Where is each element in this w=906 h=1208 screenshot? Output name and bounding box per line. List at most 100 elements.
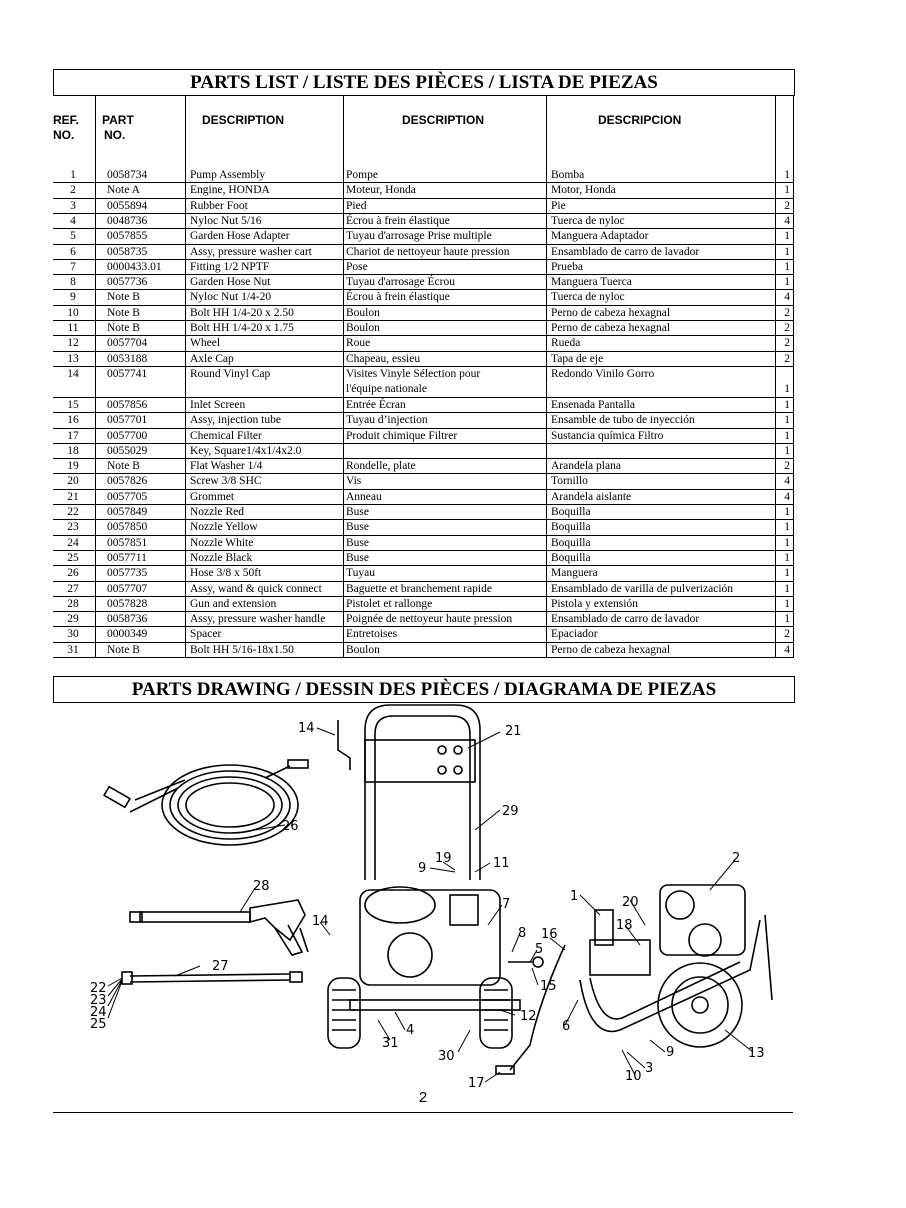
part-number-cell: 0058735	[107, 245, 148, 258]
header-top-rule	[53, 95, 793, 96]
description-en-cell: Nozzle White	[190, 536, 254, 549]
part-number-cell: Note B	[107, 291, 140, 304]
description-fr-cell: Vis	[346, 475, 362, 488]
quantity-cell: 4	[784, 214, 790, 227]
row-divider	[53, 320, 793, 321]
ref-cell: 31	[67, 643, 79, 656]
svg-text:31: 31	[382, 1036, 399, 1051]
quantity-cell: 4	[784, 643, 790, 656]
svg-text:24: 24	[90, 1005, 107, 1020]
description-es-cell: Tuerca de nyloc	[551, 291, 625, 304]
description-en-cell: Hose 3/8 x 50ft	[190, 567, 262, 580]
description-fr-cell: Boulon	[346, 322, 380, 334]
svg-text:25: 25	[90, 1017, 107, 1032]
part-number-cell: Note B	[107, 306, 140, 319]
description-fr-cell: Produit chimique Filtrer	[346, 429, 458, 442]
ref-cell: 21	[67, 490, 79, 503]
ref-cell: 2	[70, 184, 76, 197]
ref-cell: 13	[67, 352, 79, 365]
row-divider	[53, 611, 793, 613]
ref-cell: 26	[67, 567, 79, 580]
description-en-cell: Engine, HONDA	[190, 184, 270, 197]
footer-rule	[53, 1112, 793, 1113]
quantity-cell: 4	[784, 490, 790, 503]
row-divider	[53, 304, 793, 306]
quantity-cell: 1	[784, 567, 790, 580]
description-en-cell: Bolt HH 1/4-20 x 2.50	[190, 306, 294, 319]
column-divider	[546, 96, 547, 658]
description-fr-cell: Pied	[346, 199, 367, 212]
row-divider	[53, 549, 793, 551]
description-es-cell: Ensenada Pantalla	[551, 398, 635, 411]
ref-cell: 9	[70, 291, 76, 304]
svg-text:19: 19	[435, 851, 452, 866]
svg-text:29: 29	[502, 804, 519, 819]
description-en-cell: Inlet Screen	[190, 398, 246, 411]
description-fr-cell: Visites Vinyle Sélection pour	[346, 367, 481, 380]
description-es-cell: Manguera	[551, 567, 598, 580]
svg-text:6: 6	[562, 1019, 570, 1034]
description-es-cell: Boquilla	[551, 521, 591, 534]
svg-text:8: 8	[518, 926, 526, 941]
svg-text:12: 12	[520, 1009, 537, 1024]
ref-cell: 16	[67, 414, 79, 427]
svg-text:4: 4	[406, 1023, 414, 1038]
description-en-cell: Rubber Foot	[190, 199, 248, 212]
quantity-cell: 1	[784, 551, 790, 564]
header-ref-no: NO.	[53, 128, 75, 142]
svg-text:11: 11	[493, 856, 510, 871]
ref-cell: 7	[70, 260, 76, 273]
svg-text:3: 3	[645, 1061, 653, 1076]
svg-text:20: 20	[622, 895, 639, 910]
row-divider	[53, 258, 793, 260]
part-number-cell: 0000349	[107, 628, 148, 641]
description-fr-cell-line2: l'équipe nationale	[346, 382, 427, 395]
row-divider	[53, 657, 793, 658]
description-es-cell: Perno de cabeza hexagnal	[551, 643, 671, 656]
ref-cell: 3	[70, 199, 76, 212]
description-en-cell: Pump Assembly	[190, 169, 266, 181]
quantity-cell: 2	[784, 322, 790, 334]
header-desc-fr: DESCRIPTION	[402, 113, 485, 127]
part-number-cell: 0057741	[107, 367, 148, 380]
description-fr-cell: Entrée Écran	[346, 398, 406, 411]
description-en-cell: Screw 3/8 SHC	[190, 475, 262, 488]
handle-frame-drawing	[337, 704, 481, 880]
row-divider	[53, 243, 793, 245]
row-divider	[53, 595, 793, 597]
description-en-cell: Nozzle Black	[190, 551, 253, 564]
ref-cell: 28	[67, 597, 79, 610]
quantity-cell: 1	[784, 506, 790, 518]
description-es-cell: Arandela plana	[551, 460, 621, 473]
part-number-cell: 0055894	[107, 199, 148, 212]
quantity-cell: 1	[784, 276, 790, 289]
description-en-cell: Wheel	[190, 337, 221, 350]
part-number-cell: 0057735	[107, 567, 148, 580]
description-es-cell: Ensamblado de carro de lavador	[551, 245, 700, 258]
description-es-cell: Sustancia química Filtro	[551, 429, 664, 442]
quantity-cell: 1	[784, 536, 790, 549]
svg-text:22: 22	[90, 981, 107, 996]
description-fr-cell: Buse	[346, 506, 369, 518]
ref-cell: 27	[67, 582, 79, 595]
description-fr-cell: Pistolet et rallonge	[346, 597, 433, 610]
part-number-cell: 0057705	[107, 490, 148, 503]
description-es-cell: Ensamblado de varilla de pulverización	[551, 582, 734, 595]
row-divider	[53, 182, 793, 184]
ref-cell: 29	[67, 613, 79, 626]
description-en-cell: Assy, injection tube	[190, 414, 281, 427]
description-fr-cell: Pose	[346, 260, 368, 273]
engine-front-drawing	[327, 886, 521, 1049]
svg-text:17: 17	[468, 1076, 485, 1091]
ref-cell: 25	[67, 551, 79, 564]
row-divider	[53, 473, 793, 475]
